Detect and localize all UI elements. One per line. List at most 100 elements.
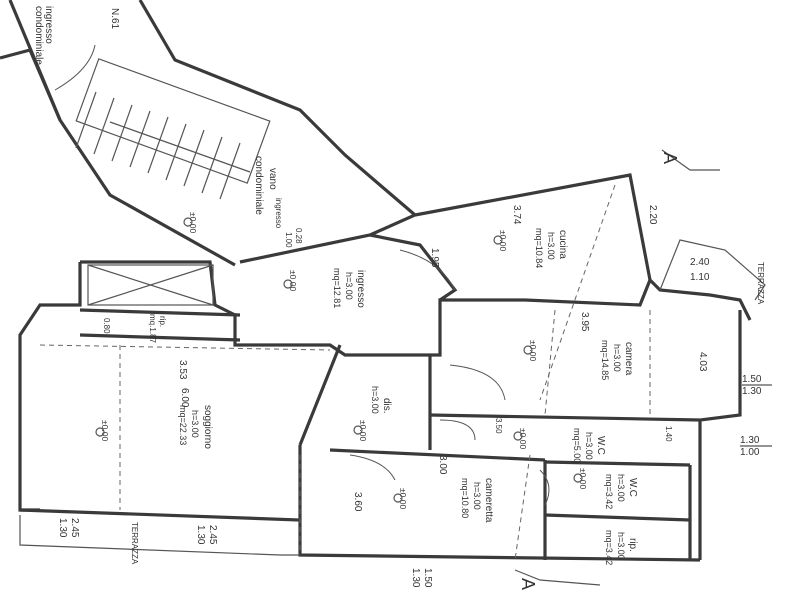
- soggiorno-mq: mq=22.33: [178, 405, 188, 445]
- cucina-level: ±0.00: [498, 230, 508, 251]
- wall-north-west: [80, 260, 752, 357]
- room-rip: rip. h=3.00 mq=3.42: [604, 530, 638, 565]
- small-dim-3: 1.40: [664, 426, 673, 442]
- soggiorno-dim-a: 3.53: [177, 360, 188, 380]
- stair-steps: [75, 91, 241, 200]
- window-w1: 1.50: [742, 374, 762, 385]
- room-wc1: W.C h=3.00 mq=5.00 ±0.00: [518, 428, 606, 463]
- cucina-dim-b: 1.95: [429, 248, 440, 268]
- door-kitchen: [399, 249, 456, 291]
- wall-kitchen-west: [369, 233, 458, 302]
- wc2-h: h=3.00: [616, 474, 626, 502]
- dim-line-section: [514, 454, 531, 561]
- terrace-top-h: 1.10: [690, 272, 710, 283]
- stair-divider: [109, 121, 251, 173]
- section-markers: A A: [514, 149, 720, 590]
- wall-living-dis: [298, 344, 342, 446]
- wall-east: [698, 310, 742, 560]
- rip-small-mq: mq.1.87: [148, 314, 157, 343]
- section-mark-top: A: [660, 152, 680, 164]
- terrace-bottom-outline: [19, 515, 300, 556]
- room-soggiorno: soggiorno h=3.00 mq=22.33 ±0.00 3.53 6.0…: [100, 360, 213, 449]
- stairwell-label-2: condominiale: [253, 156, 264, 215]
- terrace-bottom-w1: 2.45: [69, 518, 80, 538]
- small-dim-2: 3.50: [494, 418, 503, 434]
- window-w3: 1.50: [422, 568, 433, 588]
- camera-level: ±0.00: [528, 340, 538, 361]
- terrace-bottom-label: TERRAZZA: [130, 522, 139, 565]
- camera-name: camera: [623, 342, 634, 376]
- terrace-top-outline: [659, 239, 766, 301]
- rip-mq: mq=3.42: [604, 530, 614, 565]
- wc1-level: ±0.00: [518, 428, 528, 449]
- level-icon: [353, 425, 363, 435]
- cucina-dim-c: 2.20: [647, 205, 658, 225]
- stair-flight: [75, 58, 271, 184]
- stairwell-label-1: vano: [267, 168, 278, 190]
- wc2-mq: mq=3.42: [604, 474, 614, 509]
- cameretta-level: ±0.00: [398, 488, 408, 509]
- section-mark-bottom: A: [518, 578, 538, 590]
- room-rip-small: rip. mq.1.87: [148, 314, 167, 343]
- terrace-bottom-w2: 2.45: [207, 525, 218, 545]
- wc1-name: W.C: [595, 436, 606, 455]
- window-w2: 1.30: [740, 435, 760, 446]
- dim-line-camera: [544, 309, 556, 416]
- ingresso-h: h=3.00: [344, 272, 354, 300]
- cameretta-dim-a: 3.00: [437, 455, 448, 475]
- shaft: [87, 264, 214, 306]
- cameretta-dim-b: 3.60: [352, 492, 363, 512]
- room-cameretta: cameretta h=3.00 mq=10.80 ±0.00 3.00 3.6…: [352, 455, 494, 523]
- terrace-top-label: TERRAZZA: [756, 262, 765, 305]
- ingresso-level: ±0.00: [288, 270, 298, 291]
- level-icon: [183, 217, 193, 227]
- section-arrow-top: [661, 149, 720, 171]
- wc1-h: h=3.00: [584, 432, 594, 460]
- door-camera: [449, 364, 506, 401]
- soggiorno-level: ±0.00: [100, 420, 110, 441]
- shaft-box: [87, 264, 214, 306]
- cameretta-mq: mq=10.80: [460, 478, 470, 518]
- condo-entrance-label-2: condominiale: [33, 6, 44, 65]
- wall-kitchen-north: [414, 173, 652, 281]
- terrace-top-w: 2.40: [690, 257, 710, 268]
- dim-line-soggiorno-w: [39, 344, 331, 351]
- level-icon: [493, 235, 503, 245]
- wall-wc-north: [429, 413, 701, 422]
- soggiorno-h: h=3.00: [190, 410, 200, 438]
- cameretta-h: h=3.00: [472, 482, 482, 510]
- room-ingresso: ingresso h=3.00 mq=12.81 ±0.00: [288, 268, 366, 308]
- room-cucina: cucina h=3.00 mq=10.84 ±0.00 3.74 1.95 2…: [429, 205, 658, 268]
- ingresso-arrow-label: ingresso: [274, 198, 283, 229]
- cucina-name: cucina: [557, 230, 568, 259]
- dim-line-section-top: [539, 184, 616, 401]
- camera-dim-a: 3.95: [579, 312, 590, 332]
- room-dis: dis. h=3.00 ±0.00: [358, 386, 392, 441]
- cucina-mq: mq=10.84: [534, 228, 544, 268]
- door-wc: [439, 419, 476, 441]
- wc1-mq: mq=5.00: [572, 428, 582, 463]
- ingresso-name: ingresso: [355, 270, 366, 308]
- soggiorno-name: soggiorno: [202, 405, 213, 449]
- wc2-name: W.C: [627, 478, 638, 497]
- wall-wc2-rip: [544, 513, 691, 522]
- rip-name: rip.: [627, 538, 638, 552]
- cucina-dim-a: 3.74: [511, 205, 522, 225]
- stair-step-1: 0.28: [294, 228, 303, 244]
- terrace-top-right: TERRAZZA 2.40 1.10: [659, 239, 766, 305]
- stairwell-level: ±0.00: [188, 212, 198, 233]
- section-arrow-bottom: [514, 569, 601, 586]
- window-h2: 1.00: [740, 447, 760, 458]
- dis-name: dis.: [381, 398, 392, 414]
- stair-wall-west: [0, 48, 236, 267]
- room-camera: camera h=3.00 mq=14.85 ±0.00 3.95 4.03: [528, 312, 708, 380]
- camera-h: h=3.00: [612, 344, 622, 372]
- wc2-level: ±0.00: [578, 468, 588, 489]
- terrace-bottom-h1: 1.30: [57, 518, 68, 538]
- terrace-bottom-left: TERRAZZA 2.45 1.30 2.45 1.30: [19, 515, 300, 565]
- room-wc2: W.C h=3.00 mq=3.42 ±0.00: [578, 468, 638, 509]
- wall-living-west: [18, 262, 82, 512]
- stair-wall-entry: [8, 0, 62, 121]
- level-icon: [573, 473, 583, 483]
